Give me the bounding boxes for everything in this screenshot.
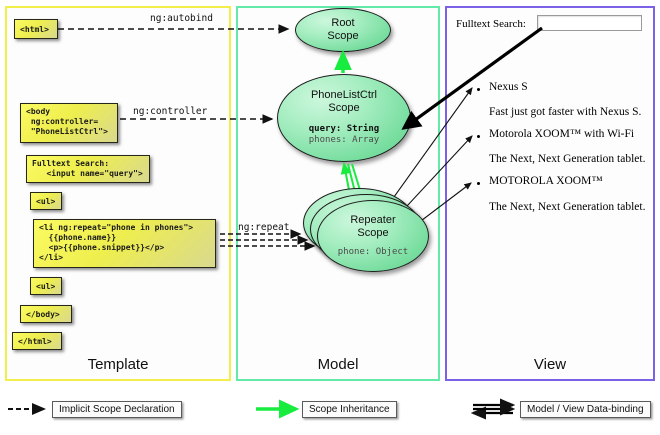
panel-template-label: Template xyxy=(87,356,149,373)
view-search-label: Fulltext Search: xyxy=(456,18,526,30)
scope-prop-phone: phone: Object xyxy=(337,247,409,257)
panel-view-label: View xyxy=(533,356,567,373)
code-box-li-repeat: <li ng:repeat="phone in phones"> {{phone… xyxy=(33,219,216,268)
legend-divider xyxy=(0,382,660,390)
scope-prop-phones: phones: Array xyxy=(308,135,380,145)
view-item-name-0: Nexus S xyxy=(489,81,528,93)
list-bullet xyxy=(477,135,480,138)
code-box-ul-close: <ul> xyxy=(30,277,62,295)
legend-label-inheritance: Scope Inheritance xyxy=(302,401,397,418)
list-bullet xyxy=(477,182,480,185)
scope-prop-query: query: String xyxy=(308,124,380,134)
edge-label-ng-controller: ng:controller xyxy=(133,106,208,117)
code-box-ul-open: <ul> xyxy=(30,192,62,210)
code-box-html-close: </html> xyxy=(12,332,62,350)
code-box-body-close: </body> xyxy=(20,305,72,323)
edge-label-ng-repeat: ng:repeat xyxy=(238,222,290,233)
scope-repeater-props: phone: Object xyxy=(318,247,428,258)
legend-label-implicit: Implicit Scope Declaration xyxy=(52,401,182,418)
code-box-fulltext-search: Fulltext Search: <input name="query"> xyxy=(26,155,150,183)
panel-view: View xyxy=(445,6,655,381)
code-box-html-open: <html> xyxy=(14,19,58,39)
view-item-snippet-0: Fast just got faster with Nexus S. xyxy=(489,106,642,118)
view-item-snippet-2: The Next, Next Generation tablet. xyxy=(489,201,646,213)
panel-model-label: Model xyxy=(317,356,359,373)
scope-phonelistctrl-props: query: String phones: Array xyxy=(278,124,410,146)
code-box-body-open: <body ng:controller= "PhoneListCtrl"> xyxy=(20,103,118,143)
view-item-snippet-1: The Next, Next Generation tablet. xyxy=(489,153,646,165)
list-bullet xyxy=(477,88,480,91)
edge-label-ng-autobind: ng:autobind xyxy=(150,13,213,24)
legend-label-databinding: Model / View Data-binding xyxy=(520,401,651,418)
view-item-name-2: MOTOROLA XOOM™ xyxy=(489,175,603,187)
legend: Implicit Scope Declaration Scope Inherit… xyxy=(0,390,660,435)
view-search-input[interactable] xyxy=(537,15,642,31)
view-item-name-1: Motorola XOOM™ with Wi-Fi xyxy=(489,128,635,140)
